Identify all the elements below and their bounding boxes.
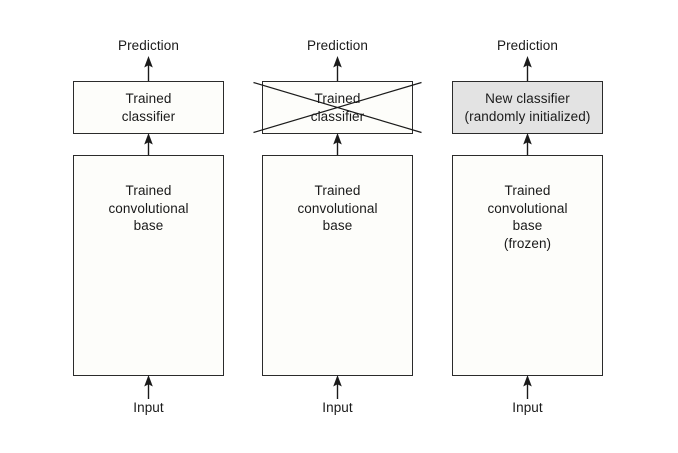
prediction-label: Prediction bbox=[496, 38, 559, 53]
pipeline-column-trained-network: Prediction Trained classifier Trained co… bbox=[73, 0, 224, 453]
arrow-classifier-to-prediction bbox=[523, 56, 532, 82]
classifier-line-2: classifier bbox=[310, 108, 365, 124]
arrow-classifier-to-prediction bbox=[333, 56, 342, 82]
classifier-line-1: Trained bbox=[125, 91, 172, 106]
prediction-label: Prediction bbox=[306, 38, 369, 53]
prediction-label: Prediction bbox=[117, 38, 180, 53]
classifier-line-2: classifier bbox=[121, 108, 176, 124]
arrow-input-to-base bbox=[333, 375, 342, 399]
input-label: Input bbox=[133, 400, 164, 415]
conv-base-box-frozen: Trained convolutional base (frozen) bbox=[452, 155, 603, 376]
classifier-box-trained: Trained classifier bbox=[73, 81, 224, 134]
classifier-line-1: Trained bbox=[314, 91, 361, 106]
conv-base-line-2: convolutional bbox=[108, 200, 189, 216]
conv-base-box-trained: Trained convolutional base bbox=[262, 155, 413, 376]
arrow-base-to-classifier bbox=[333, 133, 342, 156]
arrow-input-to-base bbox=[523, 375, 532, 399]
conv-base-line-3: base bbox=[133, 218, 164, 233]
input-label: Input bbox=[512, 400, 543, 415]
conv-base-line-4: (frozen) bbox=[503, 235, 552, 251]
arrow-classifier-to-prediction bbox=[144, 56, 153, 82]
arrow-base-to-classifier bbox=[144, 133, 153, 156]
classifier-box-text: Trained classifier bbox=[122, 90, 176, 125]
conv-base-line-2: convolutional bbox=[297, 200, 378, 216]
conv-base-line-1: Trained bbox=[504, 183, 551, 198]
classifier-box-text: Trained classifier bbox=[311, 90, 365, 125]
arrow-input-to-base bbox=[144, 375, 153, 399]
classifier-box-trained: Trained classifier bbox=[262, 81, 413, 134]
pipeline-column-new-classifier: Prediction New classifier (randomly init… bbox=[452, 0, 603, 453]
classifier-line-1: New classifier bbox=[485, 91, 570, 106]
pipeline-column-classifier-discarded: Prediction Trained classifier Trained co… bbox=[253, 0, 422, 453]
classifier-box-text: New classifier (randomly initialized) bbox=[465, 90, 591, 125]
classifier-box-new: New classifier (randomly initialized) bbox=[452, 81, 603, 134]
input-label: Input bbox=[322, 400, 353, 415]
conv-base-line-2: convolutional bbox=[487, 200, 568, 216]
conv-base-line-3: base bbox=[512, 218, 543, 233]
conv-base-line-1: Trained bbox=[314, 183, 361, 198]
conv-base-line-3: base bbox=[322, 218, 353, 233]
conv-base-line-1: Trained bbox=[125, 183, 172, 198]
arrow-base-to-classifier bbox=[523, 133, 532, 156]
conv-base-box-trained: Trained convolutional base bbox=[73, 155, 224, 376]
classifier-line-2: (randomly initialized) bbox=[464, 108, 591, 124]
